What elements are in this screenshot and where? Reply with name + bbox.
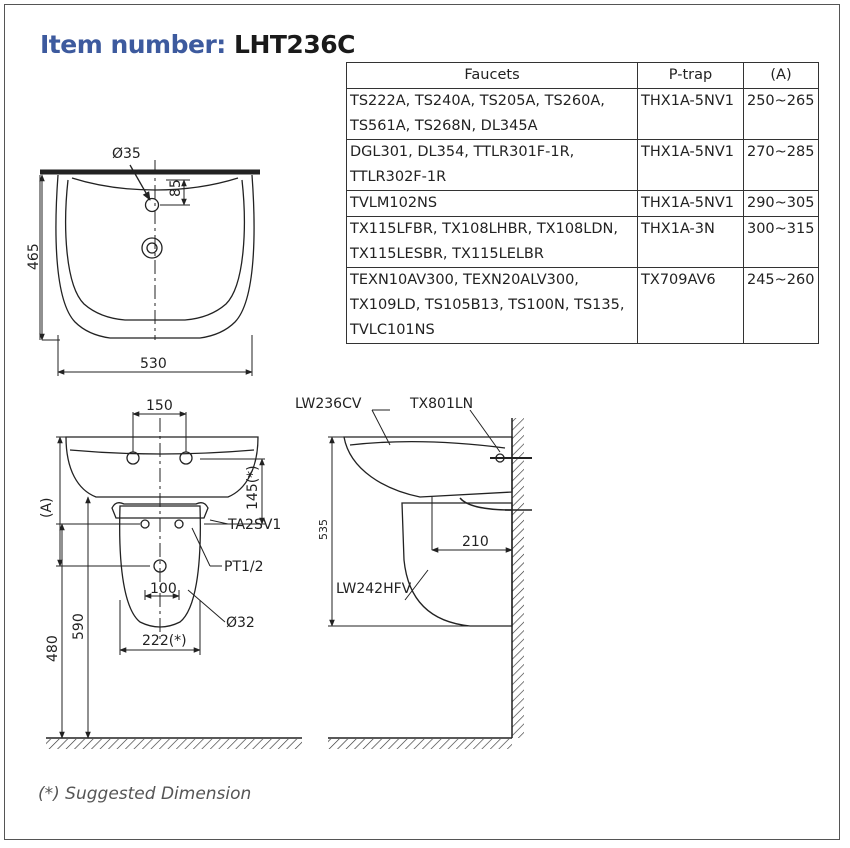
pedestal-outline [119,505,201,628]
d32-leader [187,589,226,623]
lw242hfv-leader [404,569,429,601]
h465-label: 465 [26,243,42,270]
a-label: (A) [39,497,55,518]
d145-label: 145(*) [245,465,261,510]
table-row: DGL301, DL354, TTLR301F-1R, TTLR302F-1R … [345,139,820,191]
front-floor-hatch [46,739,302,749]
h590-label: 590 [71,613,87,640]
side-basin-rim [349,441,506,449]
item-number: LHT236C [234,30,355,59]
faucets-cell: TEXN10AV300, TEXN20ALV300, TX109LD, TS10… [345,267,639,344]
drain-outer-icon [141,237,163,259]
side-trap-pipe [459,497,513,511]
d210-label: 210 [462,534,489,550]
front-basin-rim [69,449,255,455]
side-view [328,409,532,749]
table-row: TVLM102NS THX1A-5NV1 290~305 [345,190,820,217]
page-title: Item number: LHT236C [40,30,355,59]
item-number-label: Item number: [40,30,226,59]
table-row: TS222A, TS240A, TS205A, TS260A, TS561A, … [345,88,820,140]
drawing-frame [4,4,840,840]
ptrap-cell: THX1A-5NV1 [637,190,744,217]
ptrap-cell: THX1A-5NV1 [637,139,744,191]
drain-inner-icon [146,242,158,254]
faucets-cell: DGL301, DL354, TTLR301F-1R, TTLR302F-1R [345,139,639,191]
a-cell: 290~305 [742,190,820,217]
side-pedestal-outline [401,502,513,627]
pedestal-bracket [111,502,209,519]
d222-label: 222(*) [142,633,187,649]
d35-leader [129,164,151,201]
pt12-leader [191,527,211,567]
a-cell: 300~315 [742,216,820,268]
tx801ln-label: TX801LN [409,396,473,412]
right-supply-icon [174,519,184,529]
ptrap-cell: THX1A-5NV1 [637,88,744,140]
compatibility-table: Faucets P-trap (A) TS222A, TS240A, TS205… [345,62,820,344]
column-header-faucets: Faucets [345,62,639,89]
ptrap-cell: TX709AV6 [637,267,744,344]
faucet-hole-icon [144,197,160,213]
lw236cv-label: LW236CV [295,396,362,412]
a-cell: 250~265 [742,88,820,140]
front-view [46,411,302,749]
front-basin-outline [65,436,259,498]
table-header-row: Faucets P-trap (A) [345,62,820,89]
ta2sv1-leader [209,519,229,525]
h535-label: 535 [317,519,330,540]
d32-label: Ø32 [226,615,255,631]
tx801ln-leader [469,409,501,453]
d85-label: 85 [168,179,184,197]
side-basin-outline [343,436,513,498]
suggested-dimension-note: (*) Suggested Dimension [38,784,252,804]
d150-label: 150 [146,398,173,414]
pt12-label: PT1/2 [224,559,264,575]
h480-label: 480 [45,635,61,662]
w530-label: 530 [140,356,167,372]
ta2sv1-label: TA2SV1 [227,517,281,533]
top-view [39,160,260,376]
d35-label: Ø35 [112,146,141,162]
a-cell: 245~260 [742,267,820,344]
side-floor-hatch [328,739,512,749]
left-supply-icon [140,519,150,529]
wall-hatch [512,418,524,738]
drain-pipe-icon [153,559,167,573]
d100-label: 100 [150,581,177,597]
ptrap-cell: THX1A-3N [637,216,744,268]
valve-icon [495,453,505,463]
lw242hfv-label: LW242HFV [336,581,412,597]
lw236cv-leader [371,409,391,446]
table-row: TEXN10AV300, TEXN20ALV300, TX109LD, TS10… [345,267,820,344]
